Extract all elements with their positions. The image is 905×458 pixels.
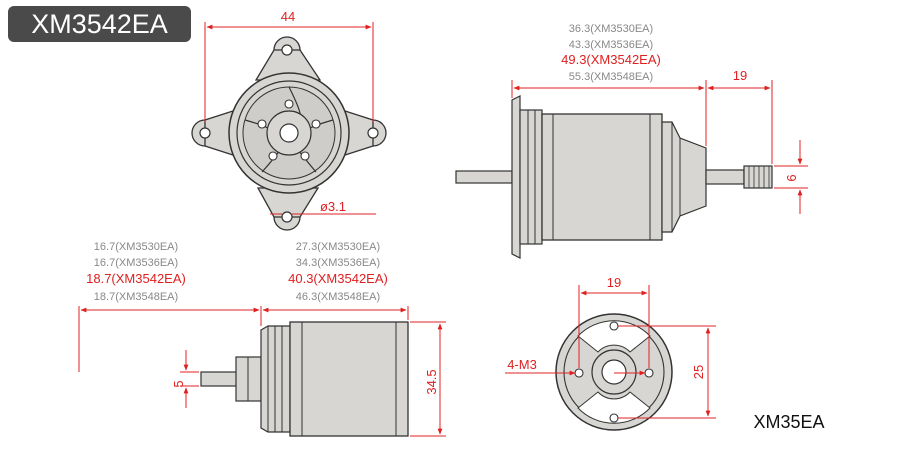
bottom-body-length-4: 46.3(XM3548EA): [296, 291, 380, 303]
series-label: XM35EA: [753, 412, 824, 432]
bottom-left-length-3: 18.7(XM3542EA): [86, 271, 186, 286]
rear-hole-spacing-h: 19: [607, 275, 621, 290]
bottom-left-length-2: 16.7(XM3536EA): [94, 257, 178, 269]
bottom-left-length-4: 18.7(XM3548EA): [94, 291, 178, 303]
bottom-body-length-2: 34.3(XM3536EA): [296, 257, 380, 269]
side-shaft-diameter: 6: [784, 174, 799, 181]
bottom-body-length-3: 40.3(XM3542EA): [288, 271, 388, 286]
front-width-dimension: [204, 22, 374, 122]
front-view: 44 ø3.1: [191, 9, 387, 231]
front-width-label: 44: [281, 9, 295, 24]
side-length-2: 43.3(XM3536EA): [569, 39, 653, 51]
bottom-body-length-1: 27.3(XM3530EA): [296, 241, 380, 253]
title-text: XM3542EA: [31, 9, 168, 39]
side-length-3: 49.3(XM3542EA): [561, 52, 661, 67]
side-view: 36.3(XM3530EA) 43.3(XM3536EA) 49.3(XM354…: [455, 23, 808, 259]
front-hole-diameter-label: ø3.1: [320, 199, 346, 214]
rear-thread-label: 4-M3: [507, 357, 537, 372]
side-length-1: 36.3(XM3530EA): [569, 23, 653, 35]
rear-hole-spacing-v: 25: [691, 365, 706, 379]
title-badge: XM3542EA: [8, 6, 191, 42]
side-length-4: 55.3(XM3548EA): [569, 71, 653, 83]
rear-view: 19 25 4-M3: [505, 275, 716, 431]
bottom-left-length-1: 16.7(XM3530EA): [94, 241, 178, 253]
bottom-shaft-diameter: 5: [171, 380, 186, 387]
bottom-body-diameter: 34.5: [424, 369, 439, 394]
bottom-side-view: 16.7(XM3530EA) 16.7(XM3536EA) 18.7(XM354…: [78, 241, 446, 437]
side-shaft-length: 19: [733, 68, 747, 83]
